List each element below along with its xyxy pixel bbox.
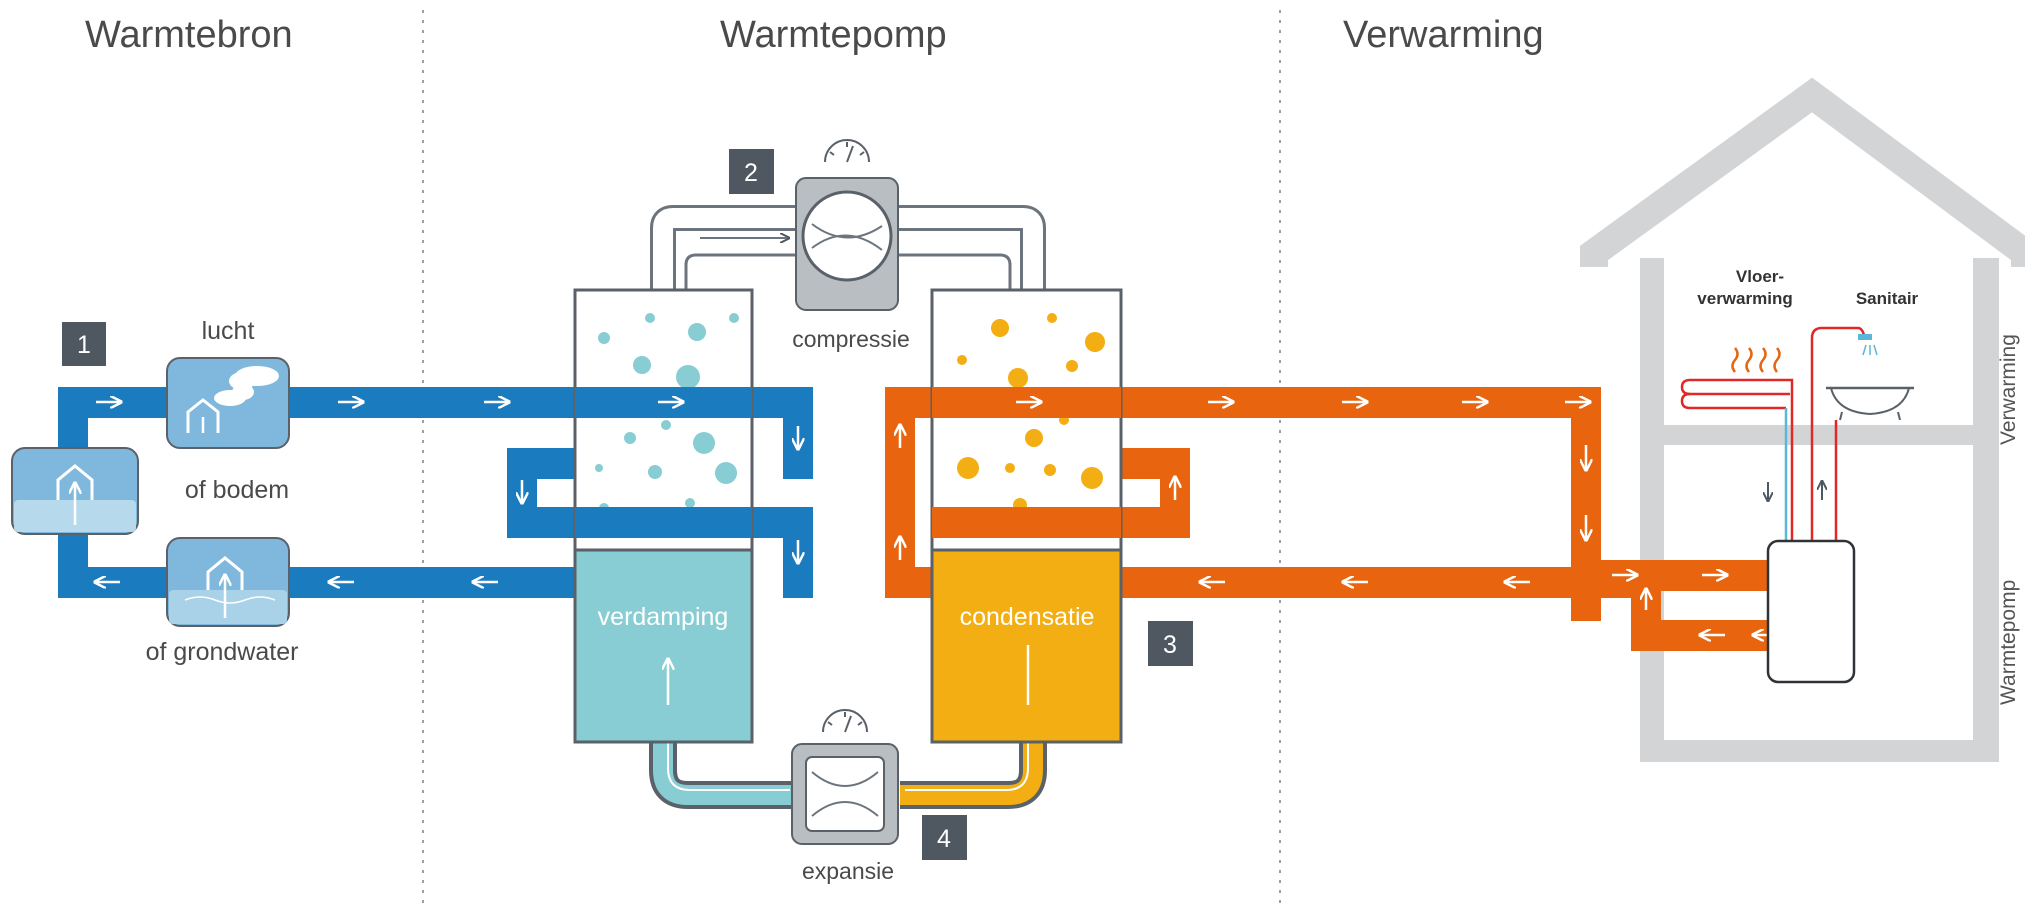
compressor-gauge-icon: [824, 139, 870, 163]
label-sanitair: Sanitair: [1856, 289, 1919, 308]
label-expansie: expansie: [802, 858, 894, 884]
label-lucht: lucht: [202, 317, 255, 345]
step-number-4: 4: [937, 825, 951, 853]
ground-source-icon: [11, 447, 139, 535]
step-number-3: 3: [1163, 631, 1177, 659]
house-floor-middle: [1640, 425, 1999, 445]
label-condensatie: condensatie: [960, 603, 1095, 631]
house-roof: [1580, 77, 2025, 267]
compressor: [795, 177, 899, 311]
expansion-valve: [791, 743, 899, 845]
floor-heating-icon: [1680, 326, 1858, 560]
step-badge-2: 2: [729, 149, 774, 194]
orange-flow-arrows: [900, 402, 1778, 635]
evaporator-vessel: [573, 288, 754, 744]
evaporator-blue-cross-lower: [575, 507, 752, 538]
air-source-icon: [166, 357, 290, 449]
side-label-warmtepomp: Warmtepomp: [1997, 580, 2020, 705]
label-verdamping: verdamping: [598, 603, 729, 631]
step-badge-3: 3: [1148, 621, 1193, 666]
heading-warmtebron: Warmtebron: [85, 14, 293, 56]
house-pipe-arrows: [1768, 482, 1822, 500]
house-wall-left: [1640, 258, 1664, 762]
step-number-1: 1: [77, 331, 91, 359]
label-of-grondwater: of grondwater: [146, 638, 299, 666]
step-badge-1: 1: [62, 322, 106, 366]
condenser-orange-cross-lower: [932, 507, 1121, 538]
heat-pump-unit: [1766, 539, 1856, 684]
label-compressie: compressie: [792, 326, 910, 352]
groundwater-source-icon: [166, 537, 290, 627]
shower-icon: [1857, 326, 1878, 356]
heading-verwarming: Verwarming: [1343, 14, 1544, 56]
label-of-bodem: of bodem: [185, 476, 289, 504]
label-vloer: Vloer-: [1736, 267, 1784, 286]
step-number-2: 2: [744, 159, 758, 187]
house: [1580, 77, 2025, 762]
side-label-verwarming: Verwarming: [1997, 334, 2020, 445]
step-badge-4: 4: [922, 815, 967, 860]
expansion-gauge-icon: [822, 709, 868, 733]
heading-warmtepomp: Warmtepomp: [720, 14, 947, 56]
house-floor-bottom: [1640, 740, 1999, 762]
bathtub-icon: [1826, 386, 1914, 421]
condenser-vessel: [930, 288, 1123, 744]
label-verwarming-floor: verwarming: [1697, 289, 1792, 308]
house-wall-right: [1973, 258, 1999, 762]
